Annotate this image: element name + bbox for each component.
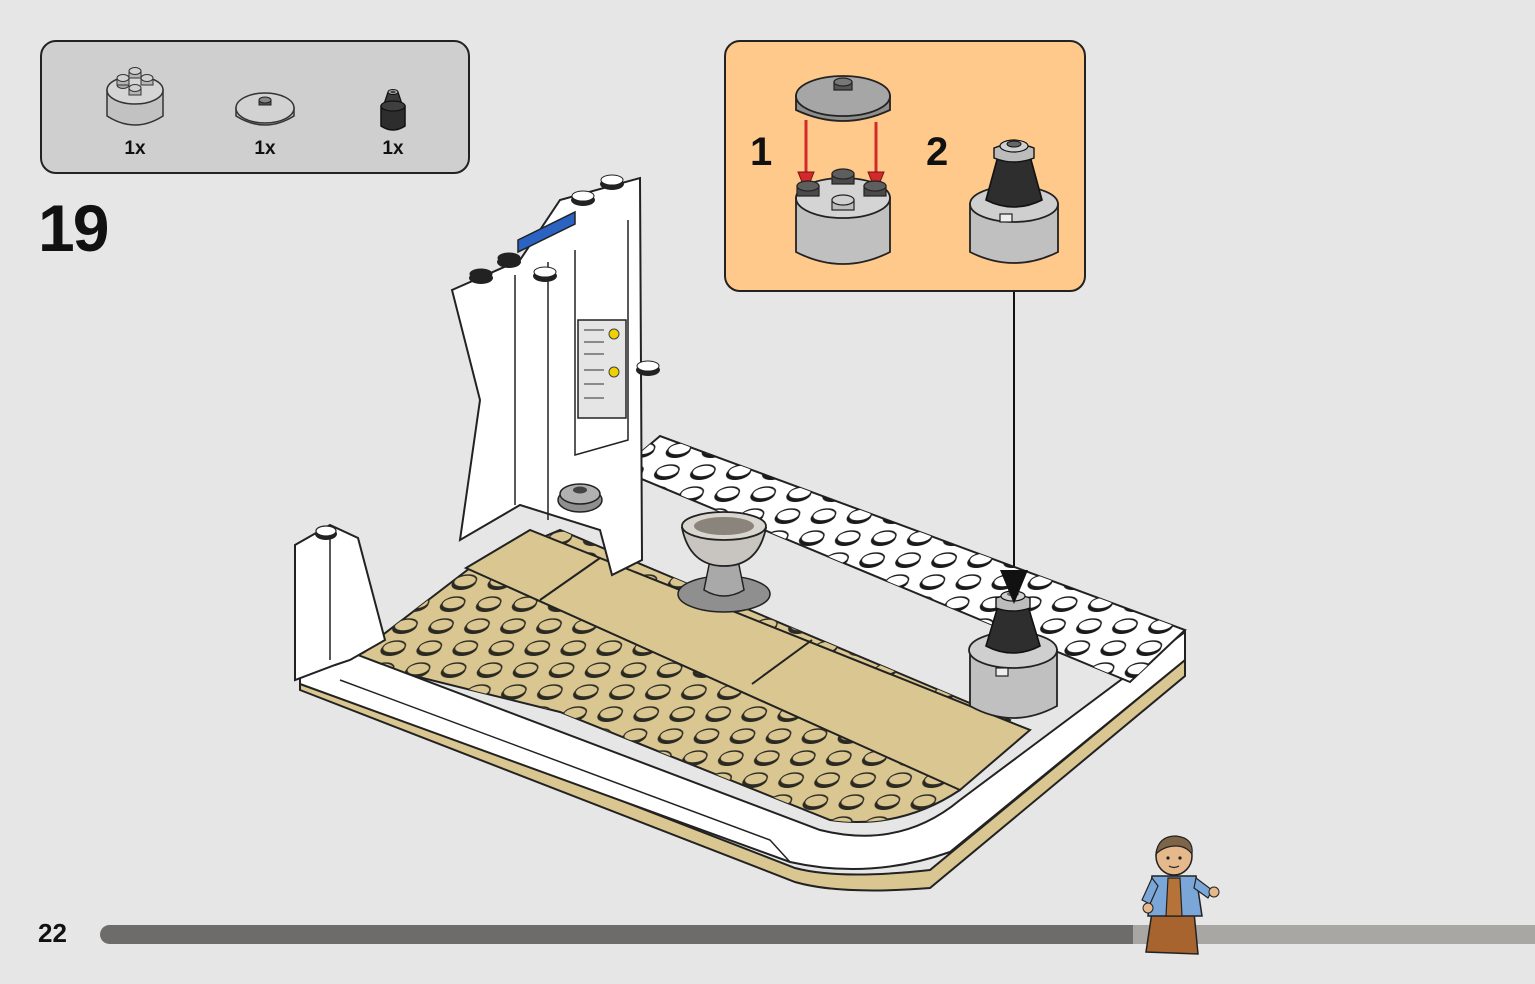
parts-list-callout: 1x 1x 1x — [40, 40, 470, 174]
gray-chalice — [677, 511, 771, 613]
page-number: 22 — [38, 918, 67, 948]
substep-label-1: 1 — [750, 130, 773, 174]
assembled-round-brick-with-cone-icon — [969, 139, 1059, 264]
blue-stripe — [517, 210, 576, 254]
progress-bar-fill — [100, 925, 1134, 944]
white-front-rail — [299, 630, 1186, 871]
round-brick-2x2-icon — [106, 67, 164, 126]
base-plate-edge — [299, 657, 1186, 892]
tan-tile-strip — [463, 528, 1032, 792]
substep-label-2: 2 — [926, 130, 949, 174]
progress-bar — [100, 925, 1535, 944]
callout-pointer-line — [1013, 292, 1015, 582]
minifigure-icon — [1141, 835, 1220, 955]
part-round-tile: 1x — [220, 60, 310, 170]
left-white-column — [294, 523, 387, 682]
part-quantity: 1x — [254, 138, 276, 159]
round-tile-2x2-icon — [235, 92, 295, 126]
part-cone: 1x — [348, 60, 438, 170]
white-tower — [450, 176, 644, 577]
tower-studs — [469, 174, 660, 376]
pointer-arrowhead — [1000, 570, 1028, 604]
round-tile-onto-round-brick-icon — [795, 75, 891, 265]
part-quantity: 1x — [382, 138, 404, 159]
placed-round-brick-with-cone — [968, 590, 1058, 719]
subassembly-callout: 1 2 — [724, 40, 1086, 292]
cone-1x1-icon — [380, 89, 406, 131]
part-round-brick: 1x — [90, 60, 180, 170]
part-quantity: 1x — [124, 138, 146, 159]
step-number: 19 — [38, 191, 109, 265]
